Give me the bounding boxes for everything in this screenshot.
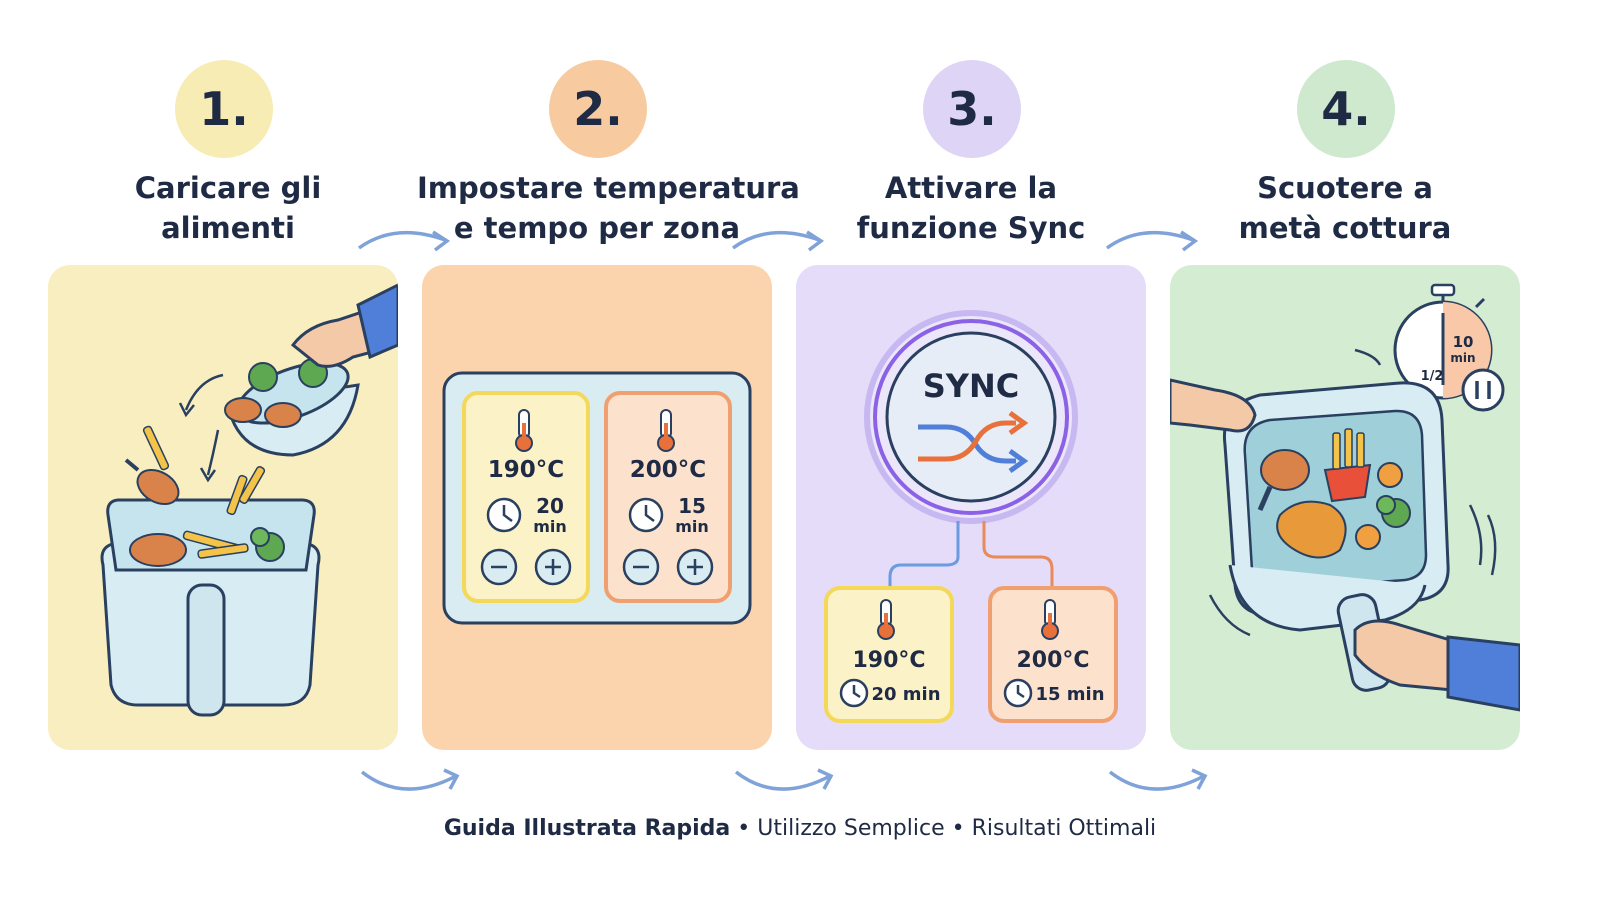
step-title-3: Attivare la funzione Sync xyxy=(856,171,1086,245)
step-panel-1 xyxy=(48,265,398,750)
step-number-4: 4. xyxy=(1297,60,1395,158)
step-number-1: 1. xyxy=(175,60,273,158)
sync-zone1-temp: 190°C xyxy=(852,648,925,673)
thermometer-icon xyxy=(657,409,675,452)
zone-card-1: 190°C 20 min xyxy=(462,391,590,603)
pause-icon xyxy=(1461,368,1505,412)
step-panel-3: SYNC 190°C xyxy=(796,265,1146,750)
step-number-3: 3. xyxy=(923,60,1021,158)
step-title-1: Caricare gli alimenti xyxy=(134,171,322,245)
clock-icon xyxy=(1003,678,1033,708)
clock-icon xyxy=(628,497,664,533)
thermometer-icon xyxy=(877,599,895,640)
timer-fraction: 1/2 xyxy=(1421,369,1444,384)
zone-settings-illustration: 190°C 20 min xyxy=(442,371,752,625)
curved-arrow-icon xyxy=(1105,230,1199,252)
sync-zone1-time: 20 min xyxy=(871,684,940,705)
minus-icon[interactable] xyxy=(622,548,660,586)
sync-illustration: SYNC 190°C xyxy=(824,310,1118,723)
curved-arrow-icon xyxy=(734,768,834,791)
minus-icon[interactable] xyxy=(480,548,518,586)
curved-arrow-icon xyxy=(357,230,451,252)
curved-arrow-icon xyxy=(1108,768,1208,791)
zone2-unit: min xyxy=(675,517,709,536)
zone2-temp: 200°C xyxy=(630,457,706,483)
stopwatch-icon: 10 min 1/2 xyxy=(1393,283,1493,400)
zone1-time: 20 xyxy=(536,494,564,518)
step-number-2: 2. xyxy=(549,60,647,158)
zone1-temp: 190°C xyxy=(488,457,564,483)
sync-zone-card-1: 190°C 20 min xyxy=(824,586,954,723)
footer-tagline: Guida Illustrata Rapida • Utilizzo Sempl… xyxy=(0,816,1600,841)
thermometer-icon xyxy=(1041,599,1059,640)
step-3: 3. Attivare la funzione Sync SYNC xyxy=(796,0,1156,900)
sync-arrows-icon xyxy=(918,410,1029,474)
plus-icon[interactable] xyxy=(676,548,714,586)
timer-minutes: 10 xyxy=(1453,333,1474,351)
thermometer-icon xyxy=(515,409,533,452)
plus-icon[interactable] xyxy=(534,548,572,586)
step-2: 2. Impostare temperatura e tempo per zon… xyxy=(417,0,800,900)
zone1-unit: min xyxy=(533,517,567,536)
step-panel-4: 10 min 1/2 xyxy=(1170,265,1520,750)
step-4: 4. Scuotere a metà cottura 10 min 1/2 xyxy=(1170,0,1530,900)
footer-part-1: Guida Illustrata Rapida xyxy=(443,816,731,841)
footer-part-2: Utilizzo Semplice xyxy=(757,816,945,841)
sync-zone2-time: 15 min xyxy=(1035,684,1104,705)
loading-food-illustration xyxy=(100,283,398,717)
sync-zone2-temp: 200°C xyxy=(1016,648,1089,673)
clock-icon xyxy=(839,678,869,708)
clock-icon xyxy=(486,497,522,533)
step-title-4: Scuotere a metà cottura xyxy=(1238,171,1452,245)
step-panel-2: 190°C 20 min xyxy=(422,265,772,750)
shaking-basket-illustration: 10 min 1/2 xyxy=(1170,283,1520,712)
sync-label: SYNC xyxy=(923,367,1019,405)
footer-separator: • xyxy=(944,816,972,841)
zone-card-2: 200°C 15 min xyxy=(604,391,732,603)
sync-zone-card-2: 200°C 15 min xyxy=(988,586,1118,723)
timer-unit: min xyxy=(1450,351,1475,365)
zone2-time: 15 xyxy=(678,494,706,518)
curved-arrow-icon xyxy=(731,230,825,252)
curved-arrow-icon xyxy=(360,768,460,791)
step-title-2: Impostare temperatura e tempo per zona xyxy=(417,171,800,245)
footer-separator: • xyxy=(730,816,758,841)
step-1: 1. Caricare gli alimenti xyxy=(48,0,408,900)
footer-part-3: Risultati Ottimali xyxy=(971,816,1157,841)
